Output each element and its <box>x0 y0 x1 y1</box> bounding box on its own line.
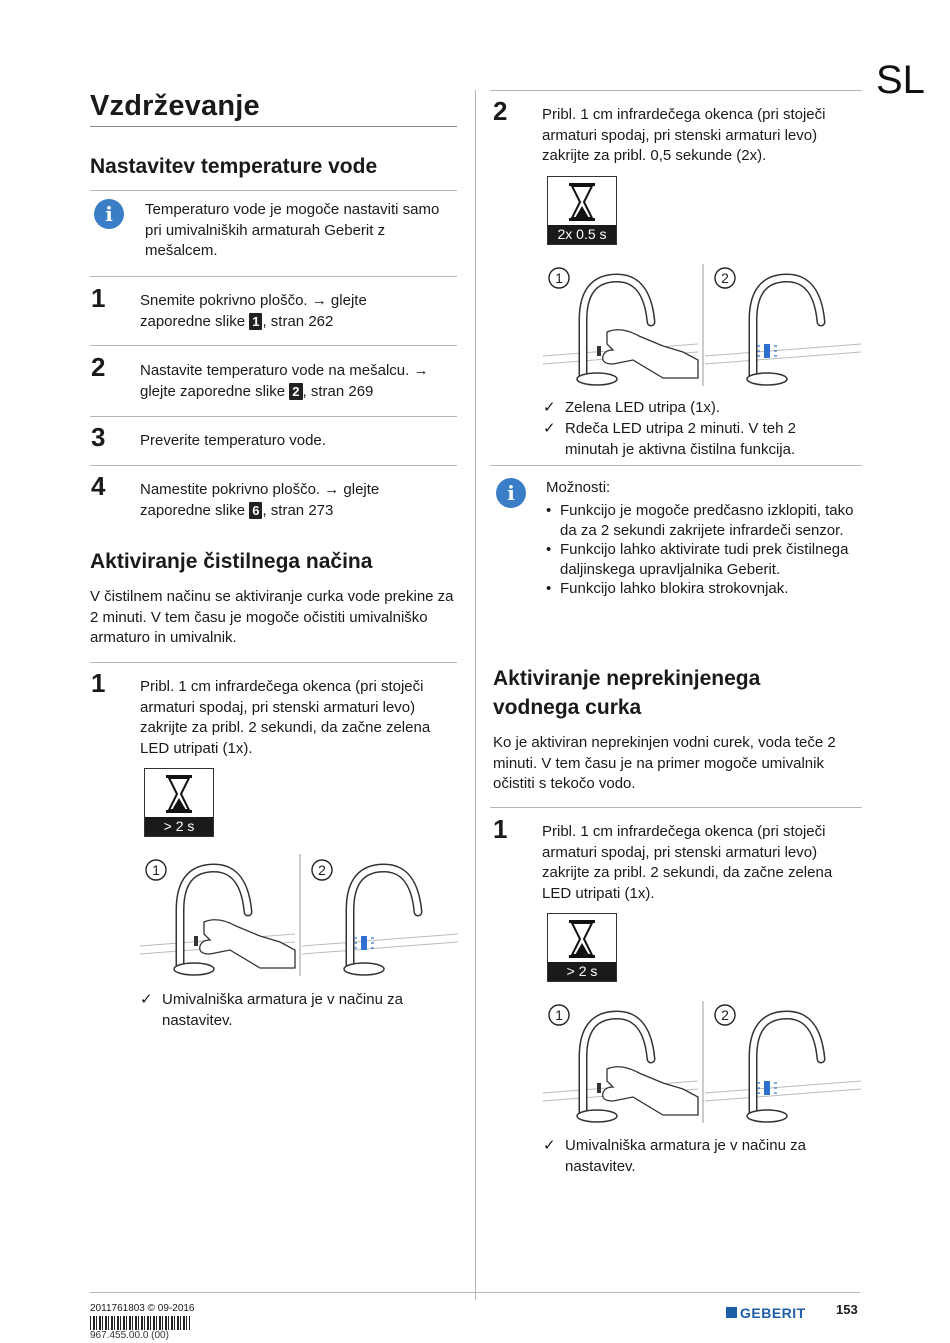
timer-label: > 2 s <box>145 817 213 836</box>
step-text-post: , stran 269 <box>302 382 374 400</box>
barcode: 967.455.00.0 (00) <box>90 1316 190 1342</box>
faucet-illustration: 1 2 <box>543 264 862 386</box>
step-text: Pribl. 1 cm infrardečega okenca (pri sto… <box>542 106 826 164</box>
figure-label: 2 <box>721 1007 729 1023</box>
figure-reference-badge: 1 <box>249 312 263 330</box>
step-text: Namestite pokrivno ploščo. → glejte zapo… <box>140 480 440 521</box>
step-text-pre: Nastavite temperaturo vode na mešalcu. →… <box>140 362 429 400</box>
result-text: Umivalniška armatura je v načinu za nast… <box>162 991 403 1029</box>
faucet-illustration: 1 2 <box>140 854 459 976</box>
step-text: Snemite pokrivno ploščo. → glejte zapore… <box>140 291 440 332</box>
figure-label-circle: 1 <box>145 859 167 881</box>
figure-reference-badge: 2 <box>289 382 303 400</box>
figure-label-circle: 1 <box>548 1004 570 1026</box>
step-text: Pribl. 1 cm infrardečega okenca (pri sto… <box>542 823 833 902</box>
result-text: Rdeča LED utripa 2 minuti. V teh 2 minut… <box>565 420 796 458</box>
brand-square-icon <box>726 1307 737 1319</box>
option-item: Funkcijo lahko aktivirate tudi prek čist… <box>546 540 856 579</box>
step-number: 3 <box>91 422 106 452</box>
options-title: Možnosti: <box>546 479 611 496</box>
faucet-illustration: 1 2 <box>543 1001 862 1123</box>
figure-label-circle: 2 <box>714 267 736 289</box>
figure-label: 1 <box>555 270 563 286</box>
hourglass-icon: > 2 s <box>144 768 214 837</box>
barcode-text: 967.455.00.0 (00) <box>90 1330 169 1341</box>
step-text-pre: Namestite pokrivno ploščo. → glejte zapo… <box>140 481 380 519</box>
step-number: 4 <box>91 471 106 501</box>
section-heading-cleaning: Aktiviranje čistilnega načina <box>90 550 373 573</box>
figure-label-circle: 2 <box>714 1004 736 1026</box>
timer-label: 2x 0.5 s <box>548 225 616 244</box>
result-text: Zelena LED utripa (1x). <box>565 399 721 416</box>
hourglass-icon: > 2 s <box>547 913 617 982</box>
checkmark-icon: ✓ <box>140 991 153 1008</box>
figure-label: 1 <box>555 1007 563 1023</box>
result-text: Umivalniška armatura je v načinu za nast… <box>565 1137 806 1175</box>
section-heading-continuous: Aktiviranje neprekinjenega vodnega curka <box>493 667 761 719</box>
brand-logo: GEBERIT <box>726 1304 806 1321</box>
step-text: Preverite temperaturo vode. <box>140 432 326 449</box>
figure-label-circle: 1 <box>548 267 570 289</box>
figure-label: 2 <box>318 862 326 878</box>
step-text-post: , stran 262 <box>262 312 334 330</box>
option-item: Funkcijo je mogoče predčasno izklopiti, … <box>546 501 856 540</box>
continuous-intro: Ko je aktiviran neprekinjen vodni curek,… <box>493 734 836 792</box>
step-text: Pribl. 1 cm infrardečega okenca (pri sto… <box>140 678 431 757</box>
cleaning-intro: V čistilnem načinu se aktiviranje curka … <box>90 588 454 646</box>
page-title: Vzdrževanje <box>90 90 260 122</box>
info-icon: i <box>496 478 526 508</box>
options-list: Funkcijo je mogoče predčasno izklopiti, … <box>546 501 856 599</box>
checkmark-icon: ✓ <box>543 399 556 416</box>
timer-label: > 2 s <box>548 962 616 981</box>
page-number: 153 <box>836 1302 858 1317</box>
document-code: 2011761803 © 09-2016 <box>90 1303 195 1314</box>
step-number: 2 <box>493 96 508 126</box>
language-tag: SL <box>876 58 925 102</box>
checkmark-icon: ✓ <box>543 1137 556 1154</box>
figure-label: 1 <box>152 862 160 878</box>
figure-label-circle: 2 <box>311 859 333 881</box>
step-number: 2 <box>91 352 106 382</box>
step-text: Nastavite temperaturo vode na mešalcu. →… <box>140 361 450 402</box>
figure-reference-badge: 6 <box>249 501 263 519</box>
section-heading-temperature: Nastavitev temperature vode <box>90 155 378 178</box>
step-text-post: , stran 273 <box>262 501 334 519</box>
info-icon: i <box>94 199 124 229</box>
option-item: Funkcijo lahko blokira strokovnjak. <box>546 579 856 599</box>
info-note-temperature: Temperaturo vode je mogoče nastaviti sam… <box>145 201 440 259</box>
checkmark-icon: ✓ <box>543 420 556 437</box>
step-number: 1 <box>91 283 106 313</box>
step-text-pre: Snemite pokrivno ploščo. → glejte zapore… <box>140 292 367 330</box>
step-number: 1 <box>493 814 508 844</box>
figure-label: 2 <box>721 270 729 286</box>
brand-name: GEBERIT <box>740 1304 806 1321</box>
step-number: 1 <box>91 668 106 698</box>
hourglass-icon: 2x 0.5 s <box>547 176 617 245</box>
